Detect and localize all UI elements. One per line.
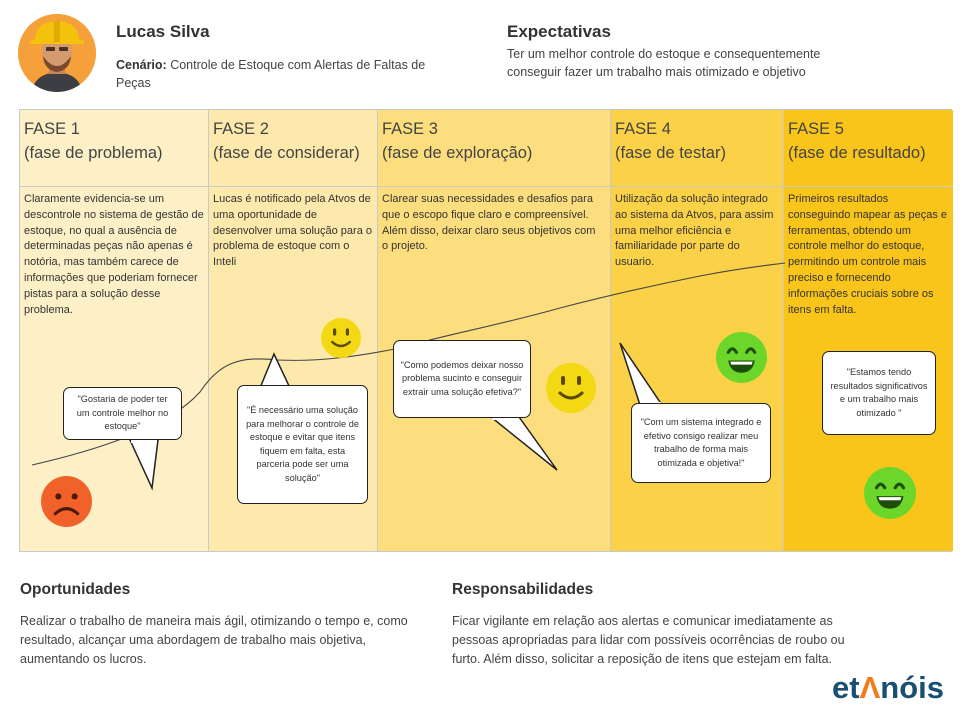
neutral-face-icon <box>546 363 596 413</box>
quote-bubble-3: "Como podemos deixar nosso problema suci… <box>393 340 531 418</box>
quote-bubble-4: "Com um sistema integrado e efetivo cons… <box>631 403 771 483</box>
opportunities-text: Realizar o trabalho de maneira mais ágil… <box>20 614 408 666</box>
neutral-face-icon <box>321 318 361 358</box>
phase-description: Claramente evidencia-se um descontrole n… <box>24 193 204 316</box>
phase-title: FASE 1 <box>24 120 80 138</box>
phase-subtitle: (fase de considerar) <box>213 144 360 162</box>
scenario-label: Cenário: <box>116 58 167 72</box>
phase-title: FASE 2 <box>213 120 269 138</box>
phase-header: FASE 3 (fase de exploração) <box>378 110 610 187</box>
phase-title: FASE 4 <box>615 120 671 138</box>
sad-face-icon <box>41 476 92 527</box>
phase-title: FASE 5 <box>788 120 844 138</box>
phase-header: FASE 2 (fase de considerar) <box>209 110 377 187</box>
phase-description: Primeiros resultados conseguindo mapear … <box>788 193 947 316</box>
phase-header: FASE 5 (fase de resultado) <box>784 110 953 187</box>
persona-avatar <box>18 14 96 92</box>
phase-subtitle: (fase de resultado) <box>788 144 926 162</box>
phase-3: FASE 3 (fase de exploração) Clarear suas… <box>378 110 611 551</box>
worker-portrait-icon <box>18 14 96 92</box>
scenario-text: Controle de Estoque com Alertas de Falta… <box>116 58 426 90</box>
scenario: Cenário: Controle de Estoque com Alertas… <box>116 56 461 92</box>
quote-bubble-5: "Estamos tendo resultados significativos… <box>822 351 936 435</box>
expectations-title: Expectativas <box>507 22 611 41</box>
responsibilities-text: Ficar vigilante em relação aos alertas e… <box>452 614 845 666</box>
logo-part-1: et <box>832 670 860 705</box>
responsibilities-title: Responsabilidades <box>452 581 594 598</box>
opportunities-title: Oportunidades <box>20 581 131 598</box>
persona-name: Lucas Silva <box>116 22 210 41</box>
phase-subtitle: (fase de testar) <box>615 144 726 162</box>
bubble-4-tail <box>619 342 664 406</box>
logo-accent: Λ <box>859 670 881 705</box>
logo-part-2: nóis <box>880 670 944 705</box>
happy-face-icon <box>864 467 916 519</box>
bubble-1-tail <box>128 439 159 491</box>
phase-description: Lucas é notificado pela Atvos de uma opo… <box>213 193 372 269</box>
phase-header: FASE 1 (fase de problema) <box>20 110 208 187</box>
phase-5: FASE 5 (fase de resultado) Primeiros res… <box>784 110 953 551</box>
phase-4: FASE 4 (fase de testar) Utilização da so… <box>611 110 784 551</box>
phase-subtitle: (fase de exploração) <box>382 144 533 162</box>
expectations-text: Ter um melhor controle do estoque e cons… <box>507 47 821 79</box>
quote-bubble-1: "Gostaria de poder ter um controle melho… <box>63 387 182 440</box>
phase-description: Clarear suas necessidades e desafios par… <box>382 193 596 253</box>
phase-title: FASE 3 <box>382 120 438 138</box>
quote-bubble-2: "É necessário uma solução para melhorar … <box>237 385 368 504</box>
phase-header: FASE 4 (fase de testar) <box>611 110 783 187</box>
phase-description: Utilização da solução integrado ao siste… <box>615 193 774 269</box>
phase-subtitle: (fase de problema) <box>24 144 163 162</box>
happy-face-icon <box>716 332 767 383</box>
bubble-3-tail <box>488 416 558 471</box>
